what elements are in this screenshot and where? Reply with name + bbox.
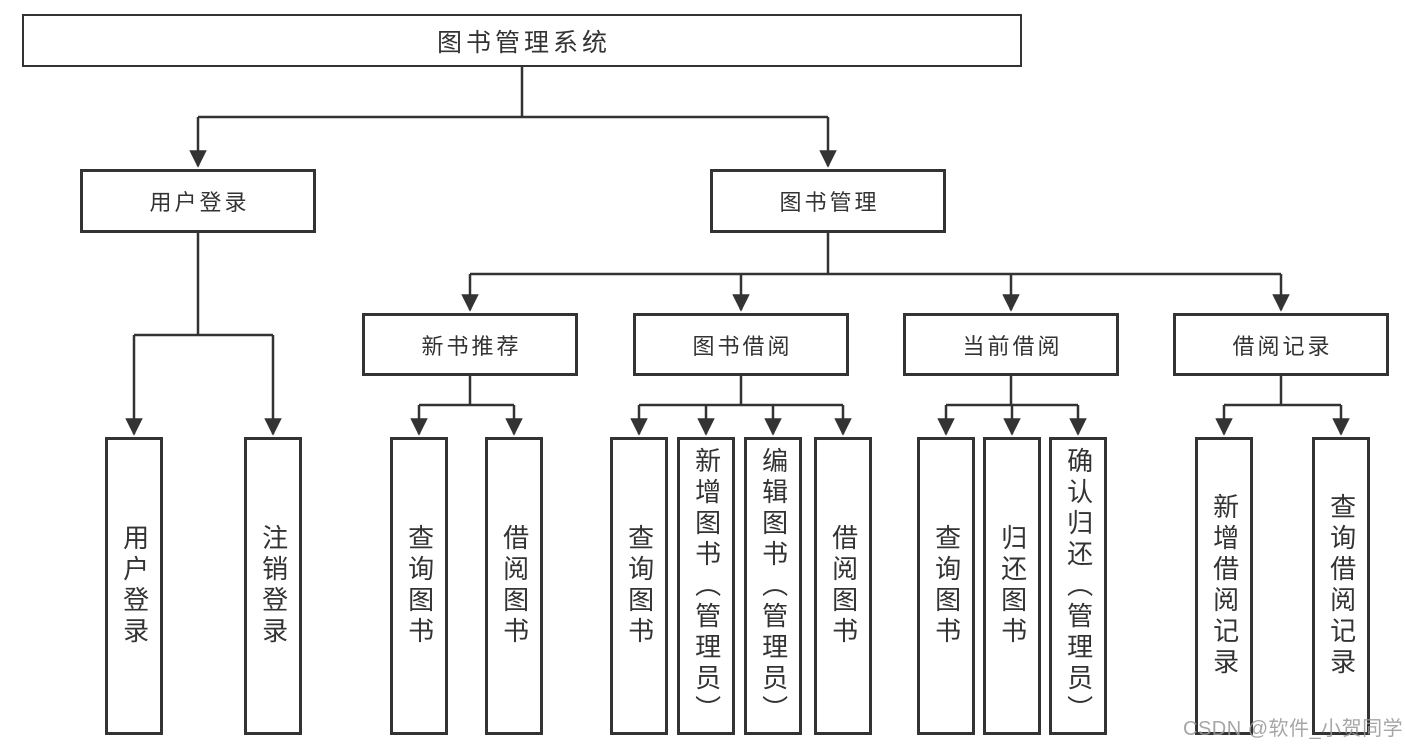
leaf-return-books: 归还图书: [983, 437, 1041, 735]
node-label: 查询图书: [404, 524, 435, 648]
node-label: 查询图书: [624, 524, 655, 648]
node-label: 图书管理: [779, 190, 880, 215]
node-label: 注销登录: [258, 524, 289, 648]
node-label: 图书借阅: [692, 333, 793, 359]
leaf-query-books-current: 查询图书: [917, 437, 975, 735]
leaf-borrow-books: 借阅图书: [814, 437, 872, 735]
leaf-query-books-borrowing: 查询图书: [610, 437, 668, 735]
node-label: 当前借阅: [962, 333, 1063, 359]
leaf-add-borrow-record: 新增借阅记录: [1195, 437, 1253, 735]
leaf-borrow-books-recommend: 借阅图书: [485, 437, 543, 735]
leaf-edit-books-admin: 编辑图书（管理员）: [744, 437, 802, 735]
node-label: 查询图书: [931, 524, 962, 648]
node-new-book-recommendation: 新书推荐: [362, 313, 578, 376]
node-label: 编辑图书（管理员）: [758, 446, 789, 726]
node-label: 新增图书（管理员）: [691, 446, 722, 726]
node-label: 查询借阅记录: [1326, 493, 1357, 679]
node-library-management-system: 图书管理系统: [22, 14, 1022, 67]
leaf-logout: 注销登录: [244, 437, 302, 735]
node-label: 借阅记录: [1232, 333, 1333, 359]
leaf-query-borrow-record: 查询借阅记录: [1312, 437, 1370, 735]
node-label: 用户登录: [119, 524, 150, 648]
node-label: 借阅图书: [828, 524, 859, 648]
node-label: 用户登录: [149, 190, 250, 215]
node-label: 确认归还（管理员）: [1063, 446, 1094, 726]
node-book-borrowing: 图书借阅: [633, 313, 849, 376]
node-label: 新增借阅记录: [1209, 493, 1240, 679]
node-label: 借阅图书: [499, 524, 530, 648]
node-label: 新书推荐: [421, 333, 522, 359]
leaf-confirm-return-admin: 确认归还（管理员）: [1049, 437, 1107, 735]
node-book-management: 图书管理: [710, 169, 946, 233]
node-user-login: 用户登录: [80, 169, 316, 233]
node-current-borrowing: 当前借阅: [903, 313, 1119, 376]
leaf-add-books-admin: 新增图书（管理员）: [677, 437, 735, 735]
node-label: 图书管理系统: [436, 28, 611, 57]
node-label: 归还图书: [997, 524, 1028, 648]
leaf-user-login: 用户登录: [105, 437, 163, 735]
node-borrowing-records: 借阅记录: [1173, 313, 1389, 376]
csdn-watermark: CSDN @软件_小贺同学: [1183, 718, 1404, 740]
leaf-query-books-recommend: 查询图书: [390, 437, 448, 735]
